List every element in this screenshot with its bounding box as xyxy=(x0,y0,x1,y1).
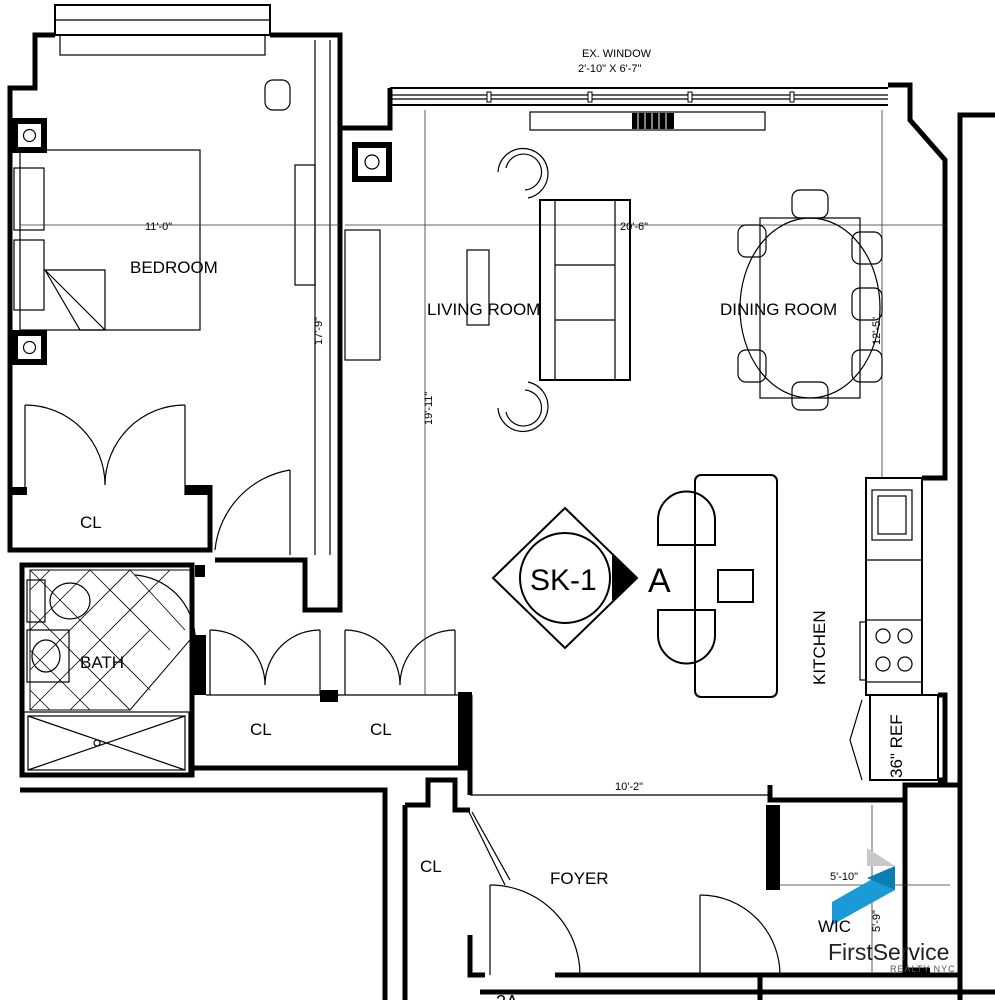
hall-closets xyxy=(189,629,473,771)
closet-bedroom: CL xyxy=(80,513,102,532)
closet-foyer: CL xyxy=(420,857,442,876)
foyer-walls xyxy=(20,768,995,1000)
dim-bedroom-length: 17'-9" xyxy=(313,317,325,345)
room-kitchen: KITCHEN xyxy=(810,610,829,685)
dim-foyer-width: 10'-2" xyxy=(615,781,643,793)
logo-sub: REALTY NYC xyxy=(890,964,956,974)
dining-furniture xyxy=(737,189,883,411)
bathroom xyxy=(19,562,205,778)
room-living: LIVING ROOM xyxy=(427,300,540,319)
room-foyer: FOYER xyxy=(550,869,609,888)
logo-name: FirstService xyxy=(828,939,949,965)
living-walls xyxy=(20,82,995,1000)
section-marker xyxy=(491,506,639,650)
dim-living-width: 20'-6" xyxy=(620,221,648,233)
room-bedroom: BEDROOM xyxy=(130,258,218,277)
bedroom-walls xyxy=(7,4,393,613)
unit-label: 2A xyxy=(496,992,518,1000)
closet-hall-1: CL xyxy=(250,720,272,739)
kitchen xyxy=(657,474,948,783)
bedroom-closet xyxy=(12,404,291,555)
refrigerator-label: 36" REF xyxy=(887,714,906,778)
section-letter: A xyxy=(648,562,671,600)
room-dining: DINING ROOM xyxy=(720,300,837,319)
dim-wic-depth: 5'-9" xyxy=(871,910,883,932)
living-furniture xyxy=(497,147,631,433)
window-size: 2'-10" X 6'-7" xyxy=(578,63,641,75)
dim-wic-width: 5'-10" xyxy=(830,871,858,883)
window-label: EX. WINDOW xyxy=(582,48,652,60)
room-wic: WIC xyxy=(818,917,851,936)
room-bath: BATH xyxy=(80,653,124,672)
dim-dining-depth: 12'-5" xyxy=(871,317,883,345)
section-code: SK-1 xyxy=(530,564,597,597)
firstservice-logo-mark xyxy=(832,848,895,925)
closet-hall-2: CL xyxy=(370,720,392,739)
dim-bedroom-width: 11'-0" xyxy=(145,221,172,233)
dim-living-length: 19'-11" xyxy=(423,392,435,425)
